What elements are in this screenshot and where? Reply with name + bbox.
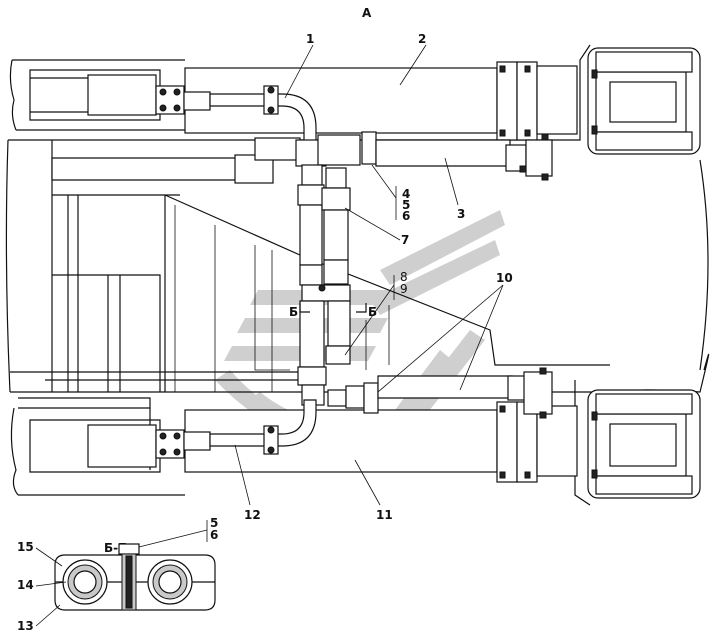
callout-5: 5 [402, 198, 410, 212]
callout-6: 6 [402, 209, 410, 223]
section-callout-6: 6 [210, 528, 218, 542]
lower-right-hub [587, 389, 701, 499]
callout-4: 4 [402, 187, 410, 201]
section-detail: Б-Б 5 6 15 14 13 [17, 516, 218, 633]
callout-2: 2 [418, 32, 426, 46]
section-callout-13: 13 [17, 619, 34, 633]
callout-labels: А 1 2 3 4 5 6 7 8 9 10 11 12 [244, 6, 513, 522]
section-mark-right: Б [368, 305, 377, 319]
view-label: А [362, 6, 372, 20]
section-callout-5: 5 [210, 516, 218, 530]
callout-1: 1 [306, 32, 314, 46]
lower-left-axle [29, 419, 185, 473]
upper-left-axle [29, 69, 185, 121]
callout-12: 12 [244, 508, 261, 522]
section-callout-14: 14 [17, 578, 34, 592]
upper-hose-assembly [51, 131, 553, 184]
section-marks: Б Б [289, 303, 377, 319]
callout-11: 11 [376, 508, 393, 522]
callout-10: 10 [496, 271, 513, 285]
section-mark-left: Б [289, 305, 298, 319]
callout-3: 3 [457, 207, 465, 221]
lower-hose-assembly [345, 367, 553, 419]
section-callout-15: 15 [17, 540, 34, 554]
vertical-hose-assembly [297, 164, 351, 407]
callout-9: 9 [400, 282, 408, 296]
callout-8: 8 [400, 270, 408, 284]
upper-right-hub [587, 47, 701, 155]
callout-7: 7 [401, 233, 409, 247]
lower-rigid-pipe [183, 399, 317, 455]
leader-lines [234, 44, 504, 506]
